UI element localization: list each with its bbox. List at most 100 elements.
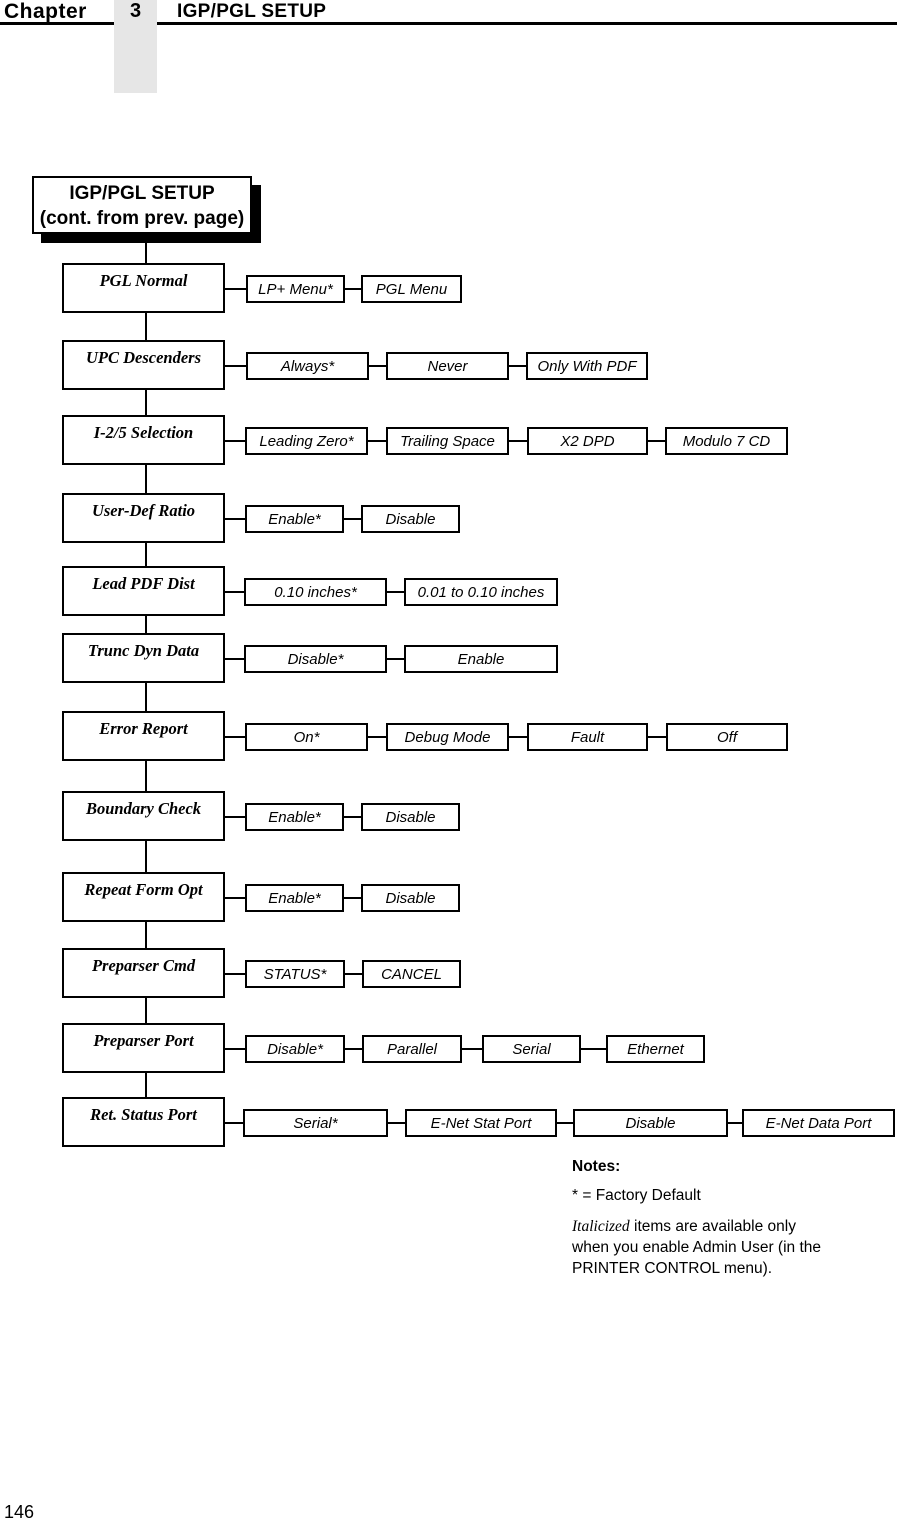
- option-lp-menu: LP+ Menu*: [246, 275, 345, 303]
- option-connector: [388, 1122, 405, 1124]
- option-connector: [345, 973, 362, 975]
- row-connector: [225, 440, 245, 442]
- option-connector: [387, 658, 404, 660]
- row-connector: [225, 658, 244, 660]
- note-admin-line: PRINTER CONTROL menu).: [572, 1260, 773, 1277]
- option-on: On*: [245, 723, 368, 751]
- option-enable: Enable*: [245, 803, 344, 831]
- header-rule-left: [0, 22, 114, 25]
- option-ethernet: Ethernet: [606, 1035, 705, 1063]
- note-admin-user: Italicized items are available only when …: [572, 1216, 862, 1279]
- option-connector: [509, 736, 527, 738]
- header-title: IGP/PGL SETUP: [177, 1, 327, 22]
- menu-box-repeat-form-opt: Repeat Form Opt: [62, 872, 225, 922]
- trunk-connector: [145, 465, 147, 493]
- row-connector: [225, 365, 246, 367]
- option-connector: [557, 1122, 573, 1124]
- row-connector: [225, 1122, 243, 1124]
- option-connector: [344, 816, 361, 818]
- option-enable: Enable: [404, 645, 558, 673]
- flow-root-box: IGP/PGL SETUP (cont. from prev. page): [32, 176, 252, 234]
- trunk-connector: [145, 841, 147, 872]
- option-disable: Disable: [361, 505, 460, 533]
- option-modulo-7-cd: Modulo 7 CD: [665, 427, 788, 455]
- option-disable: Disable*: [244, 645, 387, 673]
- row-connector: [225, 288, 246, 290]
- row-connector: [225, 591, 244, 593]
- option-connector: [344, 518, 361, 520]
- menu-box-lead-pdf-dist: Lead PDF Dist: [62, 566, 225, 616]
- trunk-connector: [145, 543, 147, 566]
- trunk-connector: [145, 390, 147, 415]
- option-parallel: Parallel: [362, 1035, 462, 1063]
- trunk-connector: [145, 616, 147, 633]
- option-disable: Disable: [361, 884, 460, 912]
- option-connector: [648, 736, 666, 738]
- option-connector: [344, 897, 361, 899]
- option-connector: [648, 440, 665, 442]
- row-connector: [225, 1048, 245, 1050]
- option-0-01-to-0-10-inches: 0.01 to 0.10 inches: [404, 578, 558, 606]
- option-connector: [509, 440, 527, 442]
- option-connector: [728, 1122, 742, 1124]
- option-connector: [462, 1048, 482, 1050]
- option-0-10-inches: 0.10 inches*: [244, 578, 387, 606]
- option-connector: [368, 440, 386, 442]
- menu-box-upc-descenders: UPC Descenders: [62, 340, 225, 390]
- option-disable: Disable*: [245, 1035, 345, 1063]
- note-admin-line: Italicized items are available only: [572, 1218, 796, 1235]
- option-status: STATUS*: [245, 960, 345, 988]
- option-only-with-pdf: Only With PDF: [526, 352, 648, 380]
- chapter-number: 3: [129, 0, 142, 22]
- option-never: Never: [386, 352, 509, 380]
- menu-box-error-report: Error Report: [62, 711, 225, 761]
- flow-root-line1: IGP/PGL SETUP: [69, 183, 215, 204]
- page-number: 146: [4, 1502, 35, 1522]
- trunk-connector: [145, 761, 147, 791]
- option-x2-dpd: X2 DPD: [527, 427, 648, 455]
- option-connector: [509, 365, 526, 367]
- trunk-connector: [145, 683, 147, 711]
- note-admin-line: when you enable Admin User (in the: [572, 1239, 822, 1256]
- menu-box-preparser-port: Preparser Port: [62, 1023, 225, 1073]
- option-connector: [368, 736, 386, 738]
- notes-heading: Notes:: [572, 1158, 621, 1175]
- option-e-net-stat-port: E-Net Stat Port: [405, 1109, 557, 1137]
- option-off: Off: [666, 723, 788, 751]
- option-debug-mode: Debug Mode: [386, 723, 509, 751]
- option-serial: Serial: [482, 1035, 581, 1063]
- menu-box-user-def-ratio: User-Def Ratio: [62, 493, 225, 543]
- menu-box-boundary-check: Boundary Check: [62, 791, 225, 841]
- option-connector: [369, 365, 386, 367]
- option-connector: [345, 1048, 362, 1050]
- menu-box-preparser-cmd: Preparser Cmd: [62, 948, 225, 998]
- option-cancel: CANCEL: [362, 960, 461, 988]
- row-connector: [225, 816, 245, 818]
- trunk-connector: [145, 313, 147, 340]
- option-disable: Disable: [361, 803, 460, 831]
- option-leading-zero: Leading Zero*: [245, 427, 368, 455]
- row-connector: [225, 518, 245, 520]
- menu-box-i-2-5-selection: I-2/5 Selection: [62, 415, 225, 465]
- option-always: Always*: [246, 352, 369, 380]
- option-pgl-menu: PGL Menu: [361, 275, 462, 303]
- chapter-label: Chapter: [4, 0, 87, 23]
- option-disable: Disable: [573, 1109, 728, 1137]
- option-enable: Enable*: [245, 884, 344, 912]
- note-factory-default: * = Factory Default: [572, 1187, 701, 1204]
- flow-root-line2: (cont. from prev. page): [39, 208, 245, 229]
- menu-box-ret-status-port: Ret. Status Port: [62, 1097, 225, 1147]
- trunk-connector: [145, 998, 147, 1023]
- trunk-connector: [145, 922, 147, 948]
- row-connector: [225, 973, 245, 975]
- option-e-net-data-port: E-Net Data Port: [742, 1109, 895, 1137]
- menu-box-pgl-normal: PGL Normal: [62, 263, 225, 313]
- row-connector: [225, 736, 245, 738]
- chapter-number-tab: [114, 0, 157, 93]
- option-serial: Serial*: [243, 1109, 388, 1137]
- option-connector: [581, 1048, 606, 1050]
- menu-box-trunc-dyn-data: Trunc Dyn Data: [62, 633, 225, 683]
- option-fault: Fault: [527, 723, 648, 751]
